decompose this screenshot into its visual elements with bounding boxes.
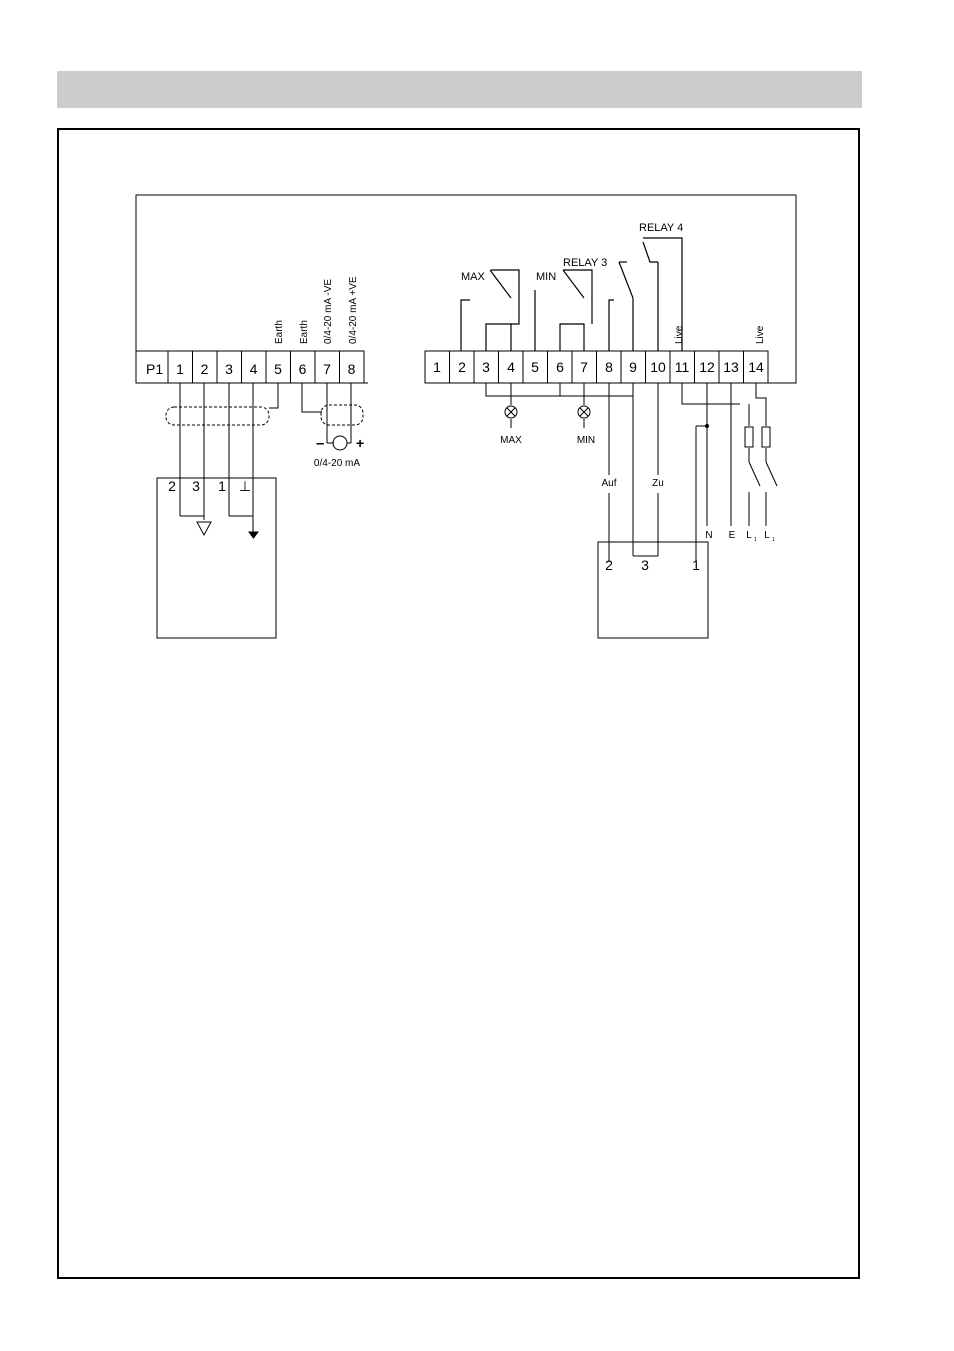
right-terminal-1: 1 xyxy=(433,359,441,375)
right-terminal-12: 12 xyxy=(699,359,715,375)
ground-triangle-icon xyxy=(196,521,212,537)
cable-shield-meter xyxy=(320,404,364,426)
sensor-pin-ground: ⊥ xyxy=(239,478,251,494)
earth-label-5: Earth xyxy=(274,320,285,344)
left-terminal-3: 3 xyxy=(225,361,233,377)
junction-dot xyxy=(705,424,709,428)
right-terminal-8: 8 xyxy=(605,359,613,375)
current-meter-wiring xyxy=(301,383,352,444)
right-terminal-11: 11 xyxy=(675,359,690,375)
right-terminal-4: 4 xyxy=(507,359,515,375)
meter-plus: + xyxy=(356,435,364,451)
live-label-14: Live xyxy=(755,325,766,344)
right-terminal-block: 1 2 3 4 5 6 7 8 9 10 11 12 13 14 Live Li… xyxy=(424,325,769,384)
supply-n-label: N xyxy=(705,530,712,541)
earth-arrow-icon xyxy=(248,531,259,539)
relay-contacts xyxy=(460,237,683,351)
supply-l2-sub: 1 xyxy=(772,537,775,543)
relay3-label: RELAY 3 xyxy=(563,257,607,269)
right-terminal-13: 13 xyxy=(723,359,739,375)
lamp-min-label: MIN xyxy=(577,435,595,446)
relay-min-label: MIN xyxy=(536,271,556,283)
live-label-11: Live xyxy=(674,325,685,344)
sensor-wiring xyxy=(179,383,279,532)
left-terminal-1: 1 xyxy=(176,361,184,377)
left-terminal-5: 5 xyxy=(274,361,282,377)
right-terminal-6: 6 xyxy=(556,359,564,375)
right-terminal-10: 10 xyxy=(650,359,666,375)
wire-auf-label: Auf xyxy=(601,478,616,489)
relay4-label: RELAY 4 xyxy=(639,222,683,234)
lamp-wiring xyxy=(485,383,633,428)
left-terminal-2: 2 xyxy=(201,361,209,377)
earth-label-6: Earth xyxy=(299,320,310,344)
right-terminal-3: 3 xyxy=(482,359,490,375)
sensor-box xyxy=(156,477,277,639)
lamp-max-icon xyxy=(504,405,518,419)
actuator-wiring xyxy=(608,383,697,562)
right-terminal-2: 2 xyxy=(458,359,466,375)
ma-minus-label: 0/4-20 mA -VE xyxy=(323,279,334,344)
cable-shield-left xyxy=(165,406,270,426)
sensor-pin-1: 1 xyxy=(218,478,226,494)
actuator-pin-1: 1 xyxy=(692,557,700,573)
fuse-1-icon xyxy=(744,426,754,448)
meter-circle-icon xyxy=(332,435,348,451)
wire-zu-label: Zu xyxy=(652,478,664,489)
enclosure-outline xyxy=(135,194,797,384)
supply-wiring xyxy=(681,383,778,526)
fuse-2-icon xyxy=(761,426,771,448)
relay-max-label: MAX xyxy=(461,271,486,283)
left-terminal-4: 4 xyxy=(250,361,258,377)
lamp-min-icon xyxy=(577,405,591,419)
right-terminal-9: 9 xyxy=(629,359,637,375)
header-bar xyxy=(57,71,862,108)
supply-l-label: L xyxy=(746,530,752,541)
left-terminal-block: P1 1 2 3 4 5 6 7 8 Earth Earth 0/4-20 mA… xyxy=(135,276,365,384)
actuator-box xyxy=(597,541,709,639)
lamp-max-label: MAX xyxy=(500,435,522,446)
supply-l2-label: L xyxy=(764,530,770,541)
meter-minus: – xyxy=(316,435,324,452)
left-terminal-8: 8 xyxy=(348,361,356,377)
left-terminal-6: 6 xyxy=(299,361,307,377)
meter-label: 0/4-20 mA xyxy=(314,458,360,469)
supply-e-label: E xyxy=(729,530,736,541)
right-terminal-14: 14 xyxy=(748,359,764,375)
left-terminal-7: 7 xyxy=(323,361,331,377)
sensor-pin-2: 2 xyxy=(168,478,176,494)
ma-plus-label: 0/4-20 mA +VE xyxy=(348,276,359,344)
sensor-pin-3: 3 xyxy=(192,478,200,494)
right-terminal-5: 5 xyxy=(531,359,539,375)
page-frame xyxy=(57,128,860,1279)
right-terminal-7: 7 xyxy=(580,359,588,375)
actuator-pin-3: 3 xyxy=(641,557,649,573)
p1-label: P1 xyxy=(146,361,163,377)
actuator-pin-2: 2 xyxy=(605,557,613,573)
supply-l-sub: 1 xyxy=(754,537,757,543)
